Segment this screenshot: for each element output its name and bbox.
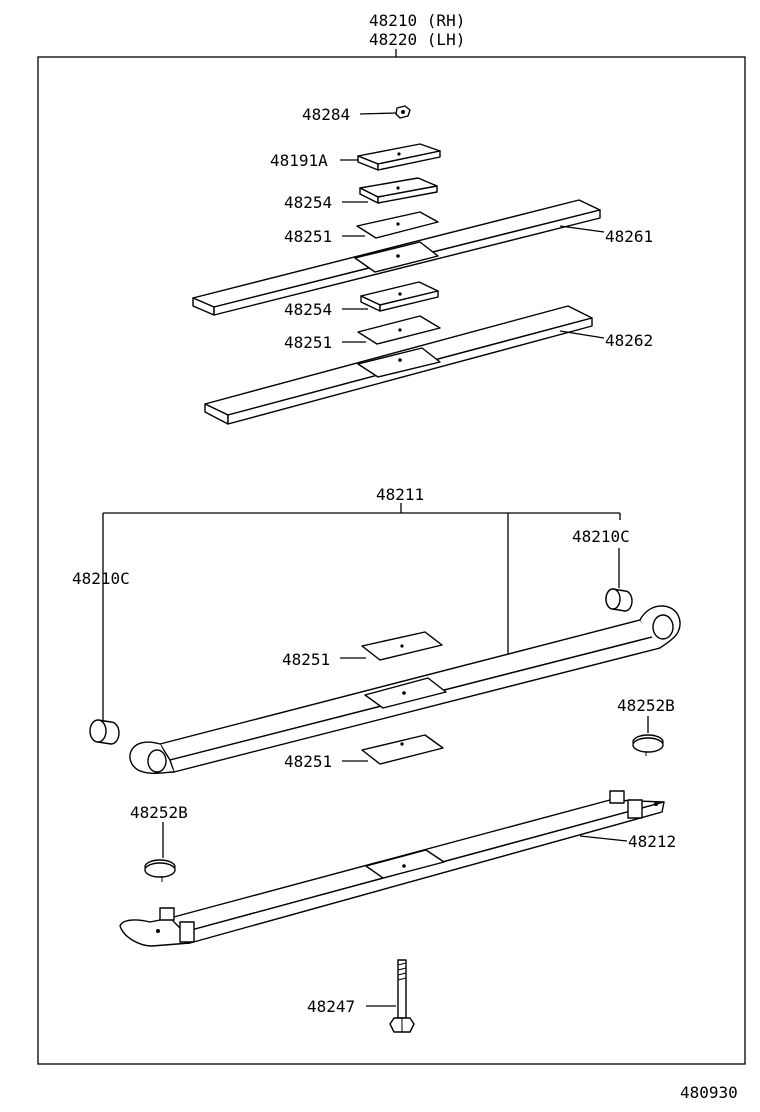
plate-48191a [357, 143, 441, 171]
leaf-48262 [204, 305, 593, 425]
assembly-rh-label[interactable]: 48210 (RH) [369, 11, 465, 30]
callout-48191a[interactable]: 48191A [270, 151, 328, 170]
pad-48251-third [361, 631, 443, 661]
leaf-48212 [119, 790, 665, 947]
callout-48211[interactable]: 48211 [376, 485, 424, 504]
callout-48254-upper[interactable]: 48254 [284, 193, 332, 212]
bushing-48210c-right [605, 588, 633, 612]
callout-48251-second[interactable]: 48251 [284, 333, 332, 352]
callout-48251-fourth[interactable]: 48251 [284, 752, 332, 771]
callout-48261[interactable]: 48261 [605, 227, 653, 246]
pad-48251-upper [356, 211, 439, 239]
callout-48254-lower[interactable]: 48254 [284, 300, 332, 319]
callout-48262[interactable]: 48262 [605, 331, 653, 350]
figure-number: 480930 [680, 1083, 738, 1102]
pad-48251-second [357, 315, 441, 345]
leader-48261 [559, 225, 605, 233]
spacer-48254-lower [360, 281, 439, 312]
callout-48212[interactable]: 48212 [628, 832, 676, 851]
pad-48252b-right [632, 734, 664, 756]
spacer-48254-upper [359, 177, 438, 204]
leader-48262 [559, 330, 605, 339]
nut-48284 [395, 105, 411, 119]
assembly-lh-label[interactable]: 48220 (LH) [369, 30, 465, 49]
pad-48251-fourth [361, 734, 444, 765]
bushing-48210c-left [89, 719, 120, 745]
pad-48252b-left [144, 859, 176, 882]
callout-48252b-left[interactable]: 48252B [130, 803, 188, 822]
diagram-frame [37, 56, 746, 1065]
main-leaf-48211 [129, 605, 681, 774]
callout-48284[interactable]: 48284 [302, 105, 350, 124]
callout-48247[interactable]: 48247 [307, 997, 355, 1016]
callout-48251-upper[interactable]: 48251 [284, 227, 332, 246]
leaf-48261 [192, 199, 601, 316]
leader-48212 [579, 835, 628, 842]
callout-48251-third[interactable]: 48251 [282, 650, 330, 669]
callout-48210c-left[interactable]: 48210C [72, 569, 130, 588]
bolt-48247 [389, 959, 415, 1033]
leader-48284 [359, 112, 397, 115]
callout-48252b-right[interactable]: 48252B [617, 696, 675, 715]
callout-48210c-right[interactable]: 48210C [572, 527, 630, 546]
